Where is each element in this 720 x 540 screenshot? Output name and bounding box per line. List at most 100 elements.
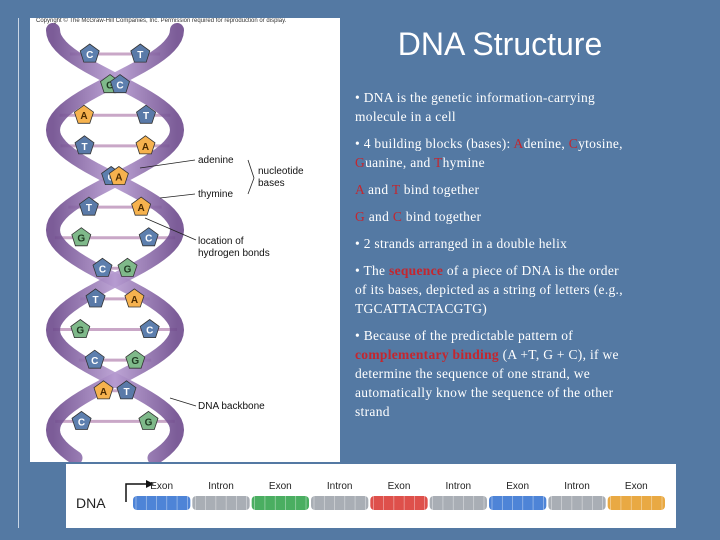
base-a-shape (93, 380, 114, 400)
base-letter-label: A (80, 111, 87, 122)
base-letter-label: C (86, 50, 93, 61)
base-a-shape (108, 166, 129, 186)
gene-segment-bar (429, 496, 487, 510)
base-a-shape (131, 196, 152, 216)
base-letter-label: A (100, 387, 107, 398)
base-t-shape (136, 104, 157, 124)
complementary-intro: • Because of the predictable pattern of (355, 328, 574, 343)
pair-at-and: and (364, 182, 392, 197)
gene-segment-label: Intron (446, 481, 472, 492)
base-letter-label: G (131, 356, 139, 367)
base-c-shape (71, 410, 92, 430)
base-letter-label: C (145, 234, 152, 245)
gene-segment-label: Exon (150, 481, 173, 492)
base-letter-label: C (146, 326, 153, 337)
pair-gc-rest: bind together (402, 209, 482, 224)
bullet-sequence: • The sequence of a piece of DNA is the … (355, 261, 625, 318)
base-c-shape (110, 74, 130, 94)
backbone-leader-line (169, 397, 197, 407)
slide-title: DNA Structure (397, 26, 603, 62)
label-nucleotide: nucleotide (258, 166, 304, 177)
pairing-rule-gc: G and C bind together (355, 207, 625, 226)
base-a-shape (124, 288, 145, 308)
gene-segment-label: Exon (506, 481, 529, 492)
bullet-dna-definition: • DNA is the genetic information-carryin… (355, 90, 596, 124)
bullet-complementary: • Because of the predictable pattern of … (355, 326, 625, 421)
gene-segment-bar (370, 496, 428, 510)
dna-helix-figure: Copyright © The McGraw-Hill Companies, I… (30, 18, 340, 462)
sequence-rest: of a piece of DNA is the order of its ba… (355, 263, 623, 316)
arrow-head-icon (146, 480, 154, 488)
bullet-building-blocks-intro: • 4 building blocks (bases): (355, 136, 514, 151)
bases-bracket-line (247, 177, 255, 195)
base-letter-label: T (123, 387, 129, 398)
gene-segment-bar (133, 496, 191, 510)
gene-segment-bar (192, 496, 250, 510)
base-a-shape (135, 135, 156, 155)
base-c-shape (138, 227, 159, 247)
base-c-shape (84, 349, 105, 369)
base-letter-t: T (434, 155, 443, 170)
adenine-leader-line (139, 159, 196, 169)
base-letter-label: G (124, 264, 132, 275)
complementary-term: complementary binding (355, 347, 499, 362)
base-letter-label: T (137, 50, 143, 61)
base-t-shape (74, 135, 95, 155)
base-letter-label: C (91, 356, 98, 367)
base-letter-label: C (78, 417, 85, 428)
base-c-shape (79, 43, 100, 63)
base-c-shape (139, 319, 160, 339)
gene-dna-label: DNA (76, 495, 106, 511)
label-hydrogen-bonds: hydrogen bonds (198, 248, 270, 259)
complementary-rest: (A +T, G + C), if we determine the seque… (355, 347, 619, 419)
pair-at-rest: bind together (400, 182, 480, 197)
base-g-shape (125, 349, 146, 369)
adenine-suffix: denine, (523, 136, 569, 151)
gene-segment-label: Exon (269, 481, 292, 492)
gene-segment-label: Exon (625, 481, 648, 492)
base-letter-label: C (99, 264, 106, 275)
base-letter-label: C (116, 81, 123, 92)
label-location-of: location of (198, 236, 244, 247)
label-bases: bases (258, 178, 285, 189)
base-letter-a: A (513, 136, 524, 151)
base-t-shape (116, 380, 137, 400)
thymine-suffix: hymine (442, 155, 485, 170)
base-letter-label: A (142, 142, 149, 153)
base-a-shape (73, 104, 94, 124)
helix-strand-b (45, 23, 185, 462)
pairing-rule-at: A and T bind together (355, 180, 625, 199)
base-letter-label: G (77, 234, 85, 245)
pair-gc-and: and (365, 209, 393, 224)
base-letter-label: A (137, 203, 144, 214)
base-g-shape (70, 319, 91, 339)
pair-c-letter: C (392, 209, 403, 224)
pair-t-letter: T (391, 182, 401, 197)
gene-segment-label: Intron (327, 481, 353, 492)
bullet-list: • DNA is the genetic information-carryin… (355, 88, 625, 429)
base-letter-label: G (106, 81, 114, 92)
base-letter-label: G (145, 417, 153, 428)
base-g-shape (138, 410, 159, 430)
pair-g-letter: G (355, 209, 366, 224)
label-thymine: thymine (198, 189, 233, 200)
base-letter-label: T (81, 142, 87, 153)
guanine-suffix: uanine, and (365, 155, 435, 170)
hbond-leader-line (144, 217, 197, 241)
gene-segment-label: Exon (388, 481, 411, 492)
gene-segment-label: Intron (564, 481, 590, 492)
gene-segment-bar (548, 496, 606, 510)
base-g-shape (117, 257, 138, 277)
gene-segment-bar (251, 496, 309, 510)
sequence-term: sequence (389, 263, 444, 278)
dna-helix-diagram: TCGCATTACAATCGGCTAGCCGTAGC adeninethymin… (45, 23, 304, 462)
bullet-building-blocks: • 4 building blocks (bases): Adenine, Cy… (355, 134, 625, 172)
base-letter-label: A (115, 172, 122, 183)
base-letter-label: T (86, 203, 92, 214)
base-c-shape (92, 257, 113, 277)
label-adenine: adenine (198, 155, 234, 166)
sequence-intro: • The (355, 263, 390, 278)
base-t-shape (130, 43, 151, 63)
